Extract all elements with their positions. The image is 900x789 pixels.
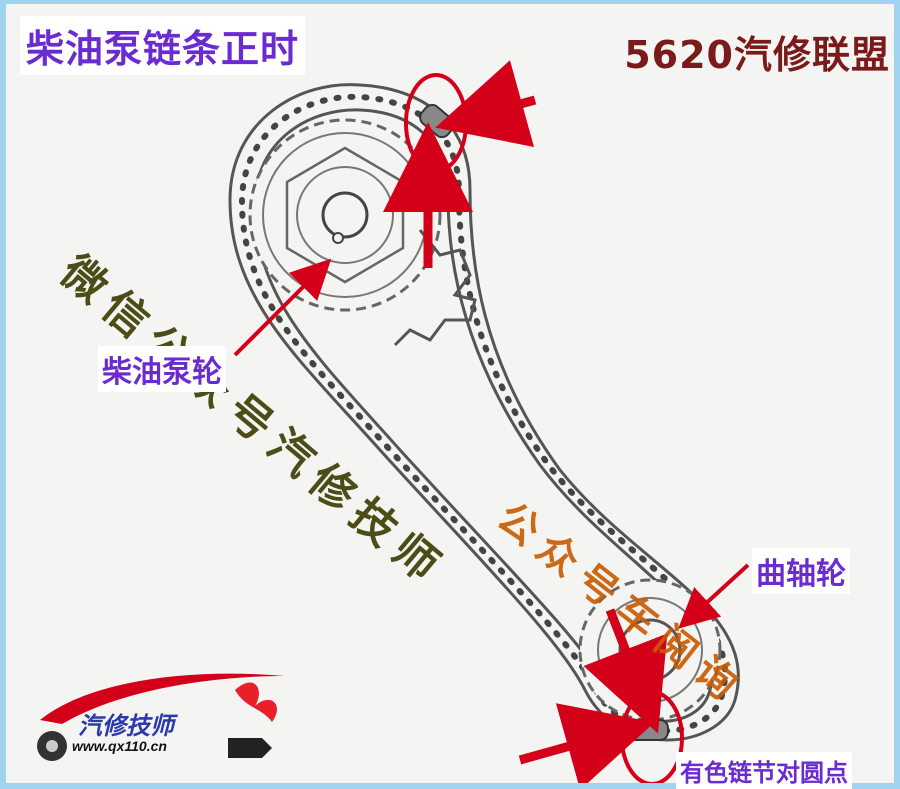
logo-text: 汽修技师 [78,713,174,740]
label-crank-gear: 曲轴轮 [752,548,850,594]
logo-graphic [37,673,285,761]
arrow-bottom-diag [583,608,668,734]
arrow-top-diag [388,149,420,211]
arrow-crank-label [678,563,750,629]
brand-text: 5620汽修联盟 [624,33,890,77]
arrow-pump-label [233,258,332,357]
label-marker-note: 有色链节对圆点 [676,752,852,789]
arrow-bottom-left [518,703,655,789]
logo-url: www.qx110.cn [72,738,167,754]
arrow-top-right [435,60,537,147]
page-title: 柴油泵链条正时 [20,16,306,75]
label-pump-gear: 柴油泵轮 [98,346,226,392]
